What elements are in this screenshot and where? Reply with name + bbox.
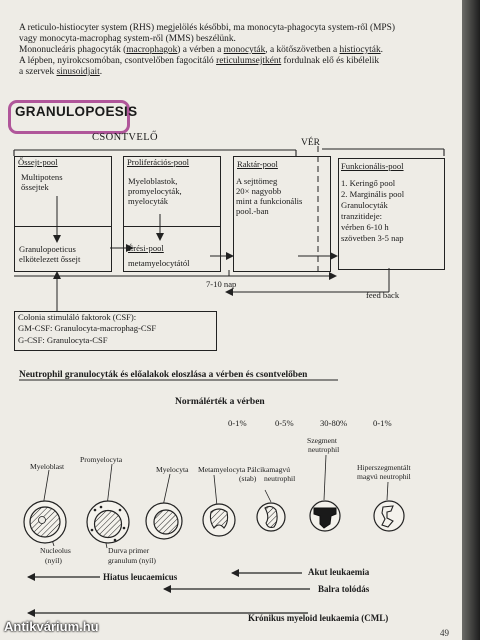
csf-text-3: G-CSF: Granulocyta-CSF [18,335,108,345]
eresi-text-1: metamyelocytától [128,258,190,268]
prolif-text-3: myelocyták [128,196,169,206]
label-nucleolus-1: Nucleolus [40,546,71,555]
palcikamagvu-cell [256,502,286,532]
raktar-text-3: mint a funkcionális [236,196,303,206]
label-palcika-2: (stab) [239,474,257,483]
book-page: A reticulo-histiocyter system (RHS) megj… [0,0,462,640]
granulopoesis-title-box [8,100,130,134]
raktar-text-1: A sejttömeg [236,176,278,186]
label-szegment-1: Szegment [307,436,337,445]
label-promyelocyta: Promyelocyta [80,455,123,464]
label-akut: Akut leukaemia [308,567,370,577]
intro-line-5: a szervek sinusoidjait. [19,67,103,77]
percent-hiperszegmentalt: 0-1% [373,418,392,428]
label-hiatus: Hiatus leucaemicus [103,572,178,582]
label-balra: Balra tolódás [318,584,370,594]
label-hiperszegmentalt-1: Hiperszegmentált [357,463,411,472]
funk-text-5: vérben 6-10 h [341,222,389,232]
funkcionalis-pool-box [338,158,445,270]
funk-text-3: Granulocyták [341,200,388,210]
neutrophil-heading: Neutrophil granulocyták és előalakok elo… [19,370,308,380]
csontvelo-label: CSONTVELŐ [92,132,159,143]
label-myeloblast: Myeloblast [30,462,65,471]
raktar-text-4: pool.-ban [236,206,269,216]
ossejt-text-4: elkötelezett őssejt [19,254,81,264]
funk-text-6: szövetben 3-5 nap [341,233,404,243]
csf-text-1: Colonia stimuláló faktorok (CSF): [18,312,137,322]
ver-label: VÉR [301,138,320,148]
csf-box [14,311,217,351]
page-edge-shadow [462,0,480,640]
metamyelocyta-cell [202,503,236,537]
eresi-pool-title: Érési-pool [128,243,164,253]
myeloblast-cell [23,500,67,544]
cell-illustrations [23,500,405,544]
feedback-label: feed back [366,290,400,300]
label-szegment-2: neutrophil [308,445,340,454]
raktar-text-2: 20× nagyobb [236,186,282,196]
percent-palcika: 0-5% [275,418,294,428]
percent-metamyelocyta: 0-1% [228,418,247,428]
proliferacios-divider [123,226,221,227]
funkcionalis-pool-title: Funkcionális-pool [341,161,404,171]
label-hiperszegmentalt-2: magvú neutrophil [357,472,411,481]
csf-text-2: GM-CSF: Granulocyta-macrophag-CSF [18,323,157,333]
label-nucleolus-2: (nyíl) [45,556,62,565]
granulopoesis-title: GRANULOPOESIS [15,104,138,119]
page-number: 49 [440,628,449,638]
ossejt-text-2: őssejtek [21,182,49,192]
label-cml: Krónikus myeloid leukaemia (CML) [248,613,389,623]
intro-line-4: A lépben, nyirokcsomóban, csontvelőben f… [19,56,380,66]
label-palcika-1: Pálcikamagvú [247,465,291,474]
label-metamyelocyta: Metamyelocyta [198,465,246,474]
ossejt-text-1: Multipotens [21,172,63,182]
prolif-text-1: Myeloblastok, [128,176,178,186]
label-palcika-3: neutrophil [264,474,296,483]
normalertek-label: Normálérték a vérben [175,397,265,407]
promyelocyta-cell [86,500,130,544]
raktar-pool-box [233,156,331,272]
percent-szegment: 30-80% [320,418,348,428]
ossejt-text-3: Granulopoeticus [19,244,76,254]
ossejt-pool-box [14,156,112,272]
raktar-pool-title: Raktár-pool [237,159,278,169]
hiperszegmentalt-cell [373,500,405,532]
funk-text-4: tranzitideje: [341,211,383,221]
proliferacios-pool-box [123,156,221,272]
intro-line-2: vagy monocyta-macrophag system-ről (MMS)… [19,34,236,44]
label-myelocyta: Myelocyta [156,465,189,474]
watermark: Antikvárium.hu [4,619,99,634]
prolif-text-2: promyelocyták, [128,186,182,196]
nap-label: 7-10 nap [206,279,237,289]
ossejt-pool-title: Őssejt-pool [18,157,58,167]
proliferacios-pool-title: Proliferációs-pool [127,157,190,167]
intro-line-1: A reticulo-histiocyter system (RHS) megj… [19,23,395,33]
myelocyta-cell [145,502,183,540]
label-durva-1: Durva primer [108,546,150,555]
szegment-neutrophil-cell [309,500,341,532]
funk-text-1: 1. Keringő pool [341,178,396,188]
label-durva-2: granulum (nyíl) [108,556,156,565]
intro-line-3: Mononucleáris phagocyták (macrophagok) a… [19,45,383,55]
ossejt-divider [14,226,112,227]
funk-text-2: 2. Marginális pool [341,189,405,199]
